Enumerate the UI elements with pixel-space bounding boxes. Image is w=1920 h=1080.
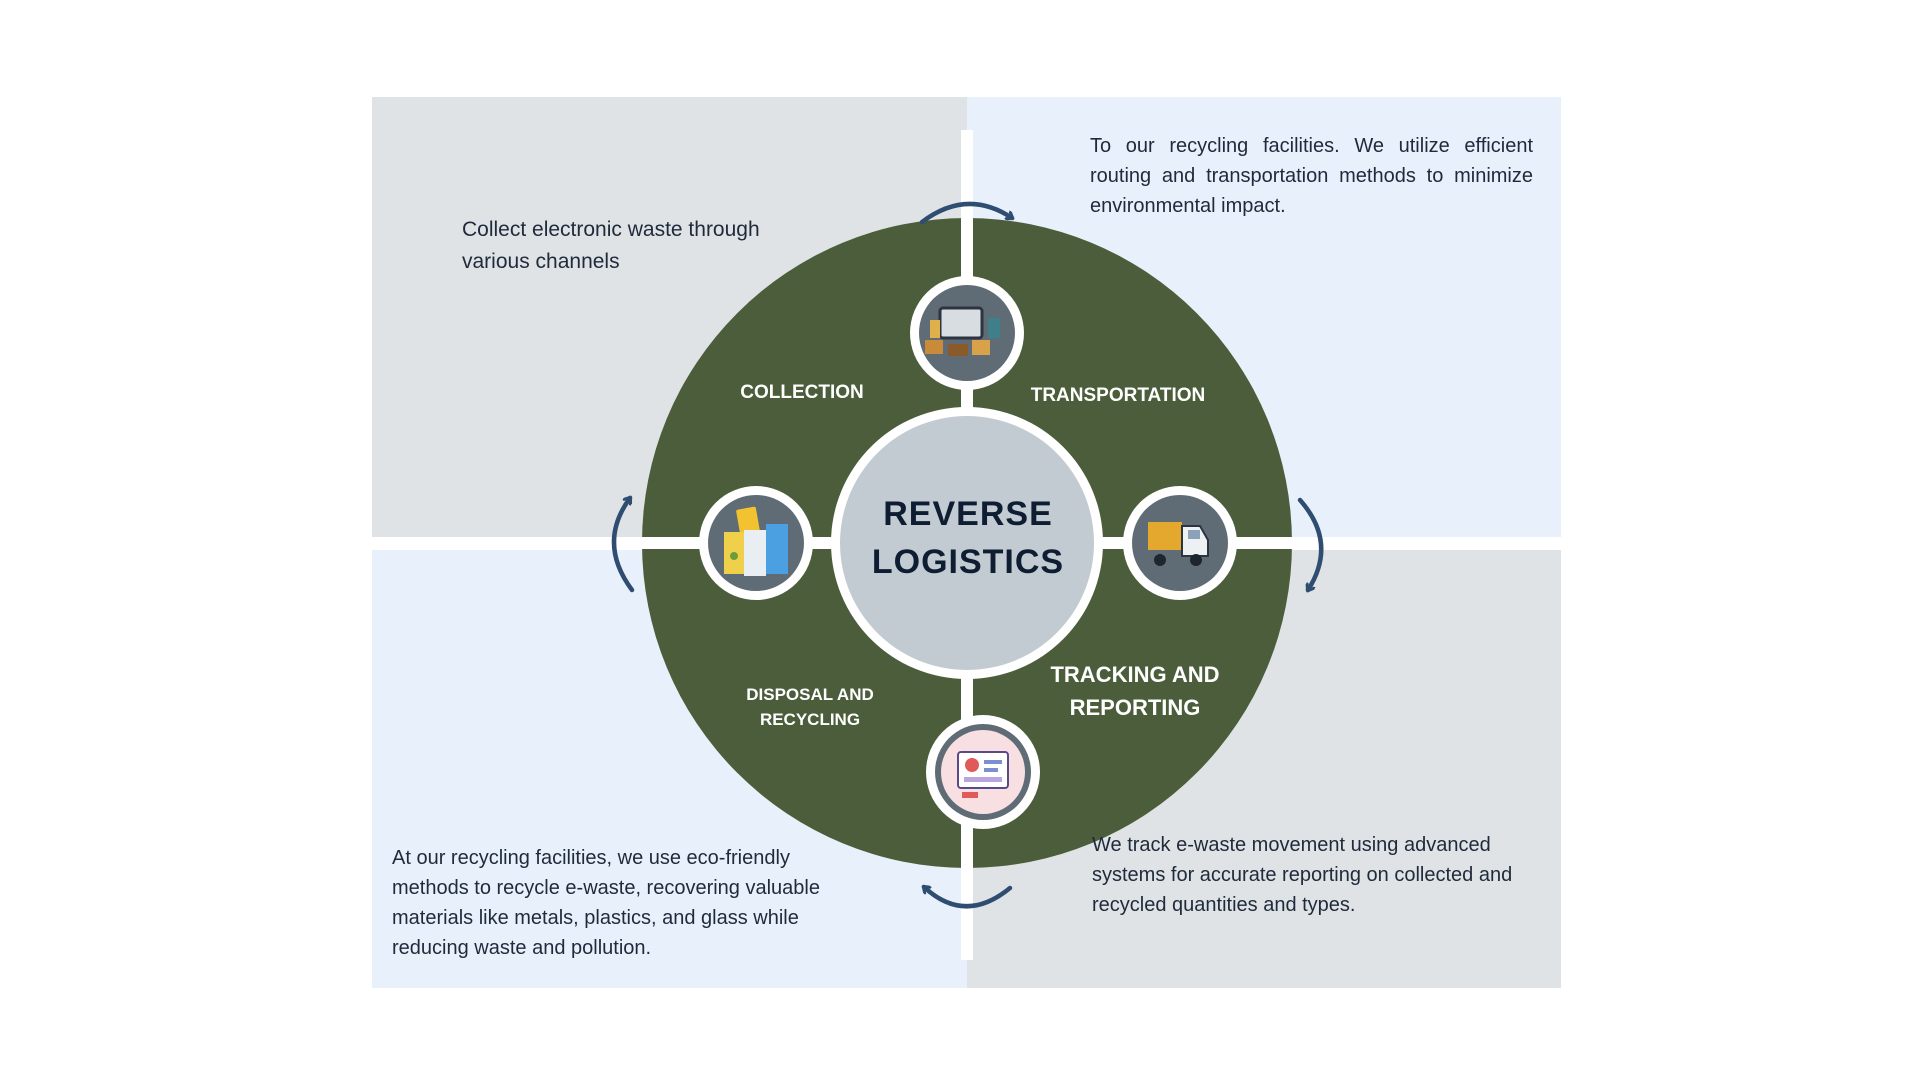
arrow-collection-to-transport xyxy=(919,201,1012,225)
truck-icon xyxy=(1123,486,1237,600)
center-title: REVERSE LOGISTICS xyxy=(871,495,1065,581)
arrow-tracking-to-disposal xyxy=(921,884,1013,909)
e-waste-pile-icon xyxy=(910,276,1024,390)
arrow-transport-to-tracking xyxy=(1297,497,1324,590)
stage-label-tracking: TRACKING AND REPORTING xyxy=(1050,662,1220,720)
stage-label-transportation: TRANSPORTATION xyxy=(1030,385,1206,406)
description-tracking: We track e-waste movement using advanced… xyxy=(1092,834,1513,916)
stage-label-collection: COLLECTION xyxy=(740,382,864,403)
recycling-bins-icon xyxy=(699,486,813,600)
dashboard-report-icon xyxy=(926,715,1040,829)
description-transportation: To our recycling facilities. We utilize … xyxy=(1090,135,1533,217)
stage-label-disposal: DISPOSAL AND RECYCLING xyxy=(746,685,874,729)
arrow-disposal-to-collection xyxy=(611,498,635,593)
description-disposal: At our recycling facilities, we use eco-… xyxy=(392,847,820,959)
description-collection: Collect electronic waste through various… xyxy=(462,218,760,273)
